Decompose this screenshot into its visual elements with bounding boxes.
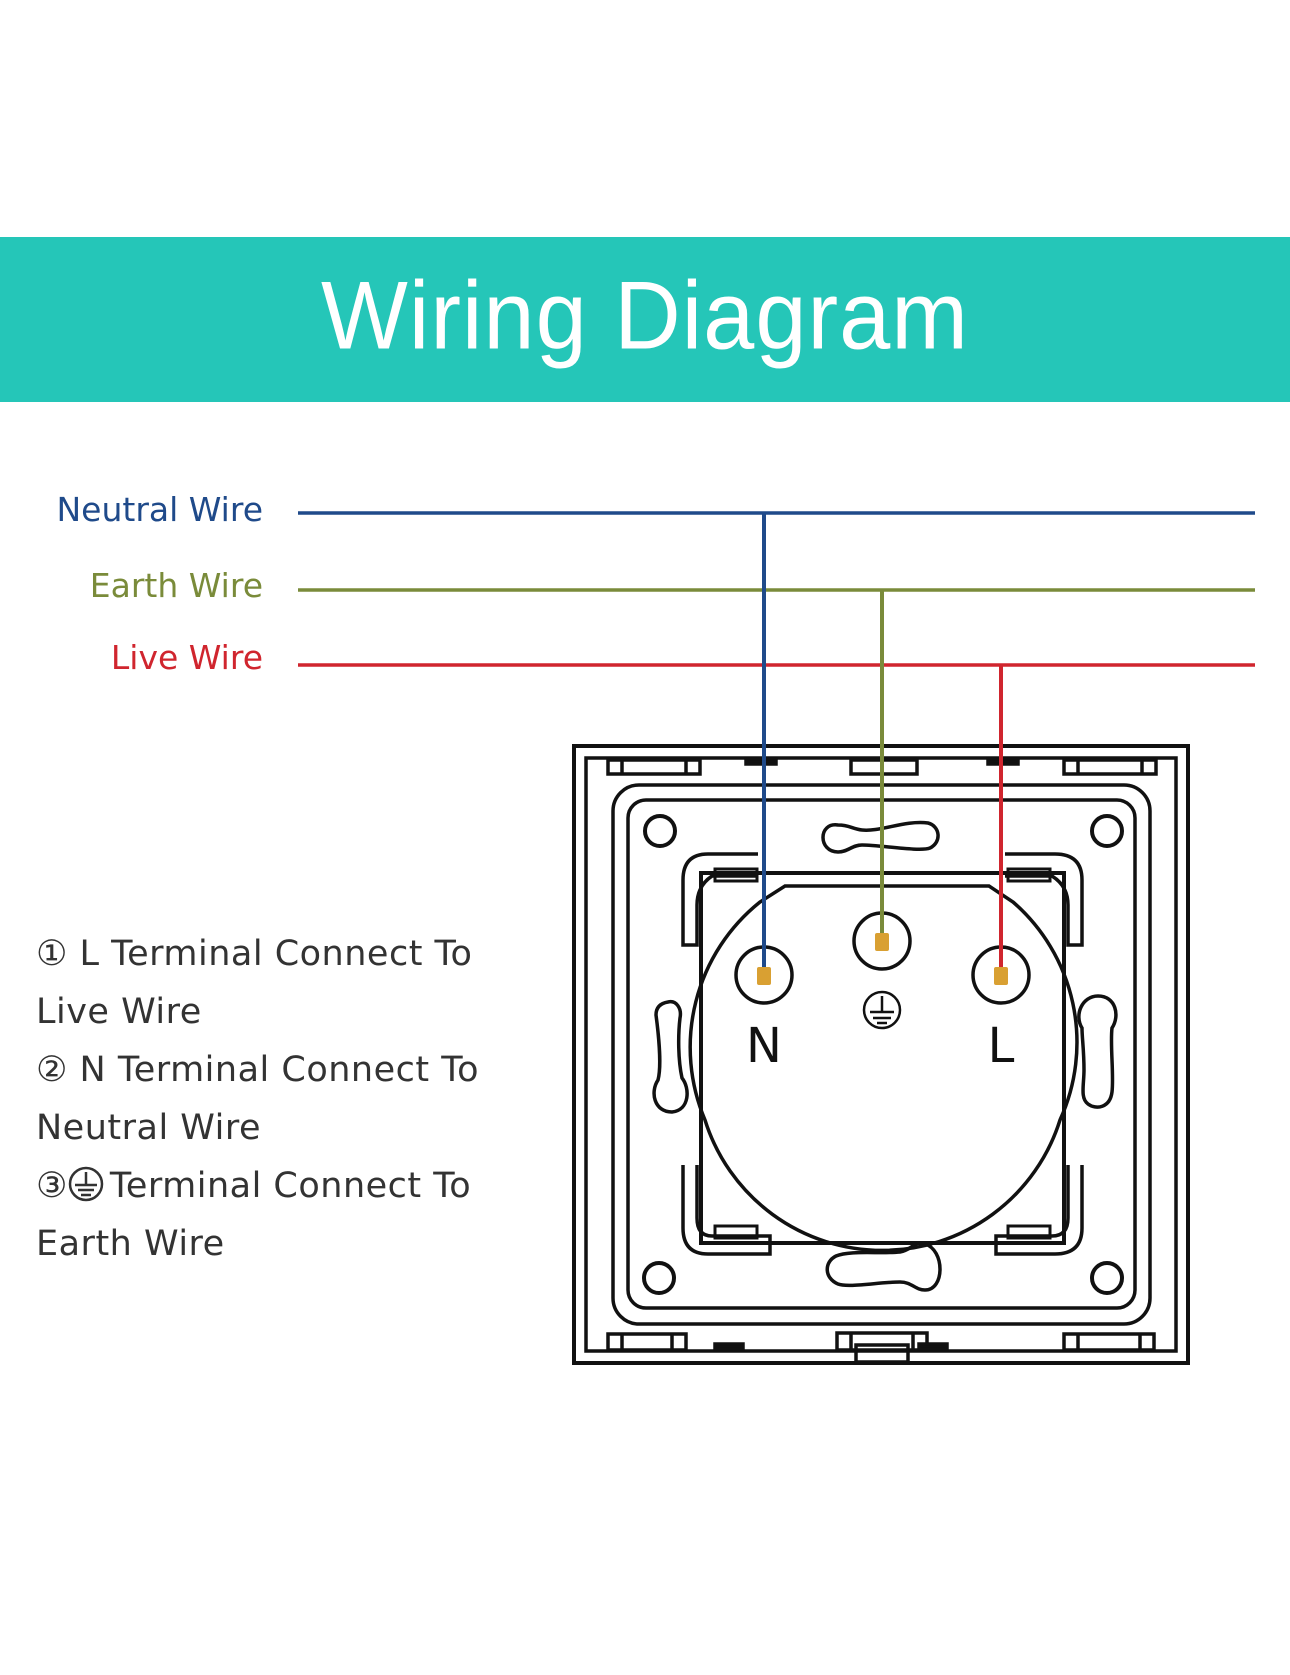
page-title: Wiring Diagram [321, 262, 969, 370]
module-bracket [1005, 852, 1084, 947]
screw-hole [643, 814, 677, 848]
screw-hole [1090, 1261, 1124, 1295]
socket-outline [688, 884, 1079, 1253]
terminal-pin-l [994, 967, 1008, 985]
header-banner: Wiring Diagram [0, 237, 1290, 402]
instruction-item: ③ Terminal Connect To Earth Wire [36, 1157, 546, 1273]
keyhole-slot-bottom [825, 1241, 942, 1292]
instruction-item: ② N Terminal Connect To Neutral Wire [36, 1041, 546, 1157]
instruction-text: Live Wire [36, 992, 202, 1032]
module-bracket [681, 1165, 772, 1256]
screw-hole [642, 1261, 676, 1295]
keyhole-slot-right [1077, 994, 1118, 1109]
number-2-icon: ② [36, 1050, 68, 1090]
clip-tab [713, 1224, 759, 1240]
instruction-text: N Terminal Connect To [79, 1050, 480, 1090]
instruction-text: Neutral Wire [36, 1108, 262, 1148]
number-1-icon: ① [36, 934, 68, 974]
module-bracket [994, 1165, 1084, 1256]
terminal-pin-earth [875, 933, 889, 951]
terminal-label-l: L [988, 1018, 1015, 1074]
clip-tab [1006, 1224, 1052, 1240]
socket-back-plate [572, 744, 1190, 1365]
instruction-text: L Terminal Connect To [79, 934, 473, 974]
neutral-wire-label: Neutral Wire [56, 490, 263, 529]
live-wire-label: Live Wire [110, 638, 263, 677]
number-3-icon: ③ [36, 1166, 68, 1206]
terminal-pin-n [757, 967, 771, 985]
earth-wire-label: Earth Wire [89, 566, 263, 605]
earth-symbol-icon [68, 1162, 104, 1202]
module-bracket [681, 852, 758, 947]
instructions-list: ① L Terminal Connect To Live Wire ② N Te… [36, 925, 546, 1273]
screw-hole [1090, 814, 1124, 848]
keyhole-slot-top [821, 820, 940, 854]
bottom-clips [606, 1331, 1156, 1364]
earth-ground-icon [862, 990, 902, 1030]
instruction-text: Earth Wire [36, 1224, 225, 1264]
terminal-label-n: N [746, 1018, 782, 1074]
keyhole-slot-left [652, 999, 689, 1114]
instruction-item: ① L Terminal Connect To Live Wire [36, 925, 546, 1041]
instruction-text: Terminal Connect To [109, 1166, 472, 1206]
